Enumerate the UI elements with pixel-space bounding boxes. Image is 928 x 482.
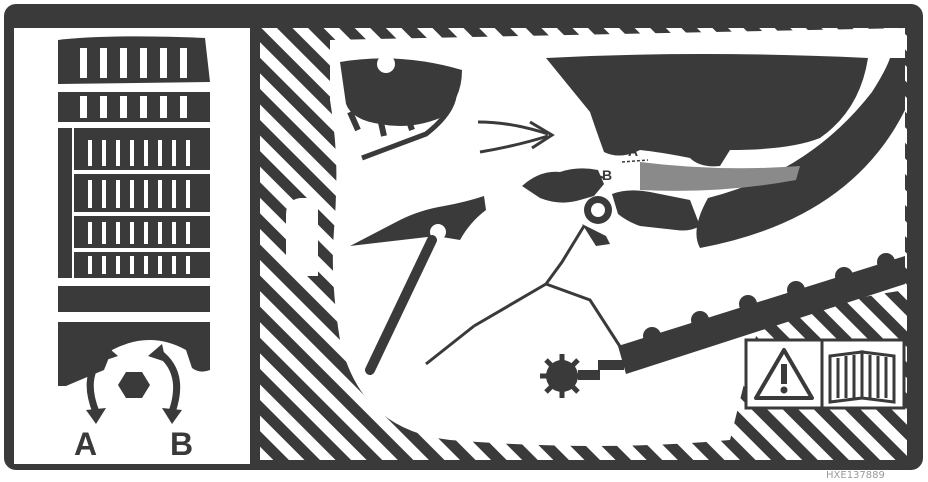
safety-symbols [746,340,904,408]
rotor-grid-middle [58,128,210,278]
side-slot [286,198,318,276]
callout-b: B [602,167,612,183]
rotor-band [58,286,210,312]
rotor-grid-top [58,36,210,122]
rotation-label-b: B [170,426,193,462]
callout-a: A [628,143,638,159]
part-code: HXE137889 [826,470,885,481]
rotation-label-a: A [74,426,97,462]
